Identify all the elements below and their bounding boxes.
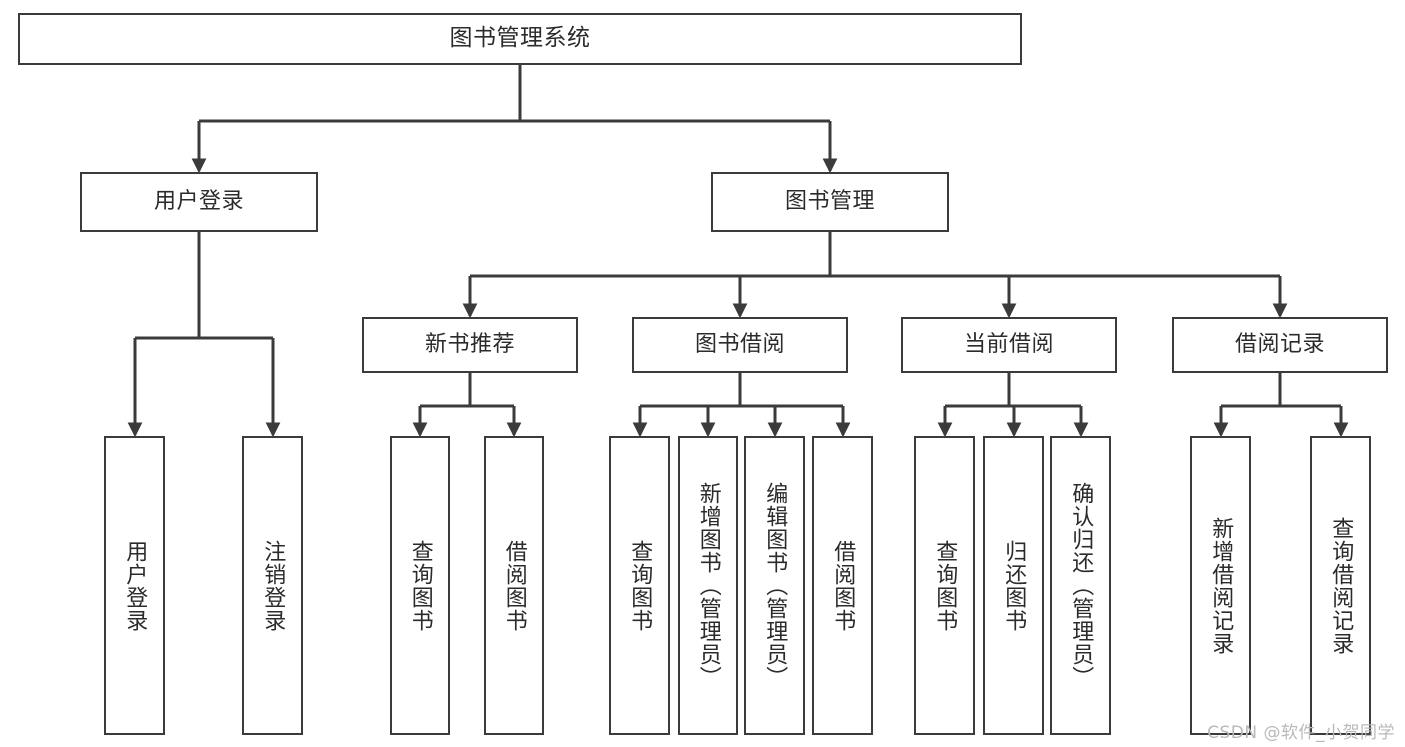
- node-label: 归还图书: [1001, 539, 1027, 632]
- node-label: 查询图书: [932, 539, 958, 632]
- node-leaf-confirm-return[interactable]: 确认归还（管理员）: [1050, 436, 1111, 735]
- node-book-manage[interactable]: 图书管理: [711, 172, 949, 232]
- node-leaf-query-book-2[interactable]: 查询图书: [609, 436, 670, 735]
- node-label: 新增借阅记录: [1208, 516, 1234, 655]
- node-label: 查询图书: [627, 539, 653, 632]
- node-leaf-borrow-book-2[interactable]: 借阅图书: [812, 436, 873, 735]
- node-label: 图书管理: [784, 188, 875, 214]
- node-label: 图书借阅: [694, 331, 785, 357]
- node-current-borrow[interactable]: 当前借阅: [901, 317, 1117, 373]
- node-root[interactable]: 图书管理系统: [18, 13, 1022, 65]
- node-label: 图书管理系统: [449, 25, 591, 52]
- node-leaf-user-login[interactable]: 用户登录: [104, 436, 165, 735]
- node-label: 查询借阅记录: [1328, 516, 1354, 655]
- node-leaf-edit-book[interactable]: 编辑图书（管理员）: [744, 436, 805, 735]
- node-label: 新增图书（管理员）: [695, 482, 721, 689]
- node-leaf-borrow-book-1[interactable]: 借阅图书: [484, 436, 544, 735]
- node-label: 借阅图书: [501, 539, 527, 632]
- node-label: 借阅图书: [830, 539, 856, 632]
- node-book-borrow[interactable]: 图书借阅: [632, 317, 848, 373]
- node-label: 用户登录: [122, 539, 148, 632]
- node-label: 查询图书: [407, 539, 433, 632]
- node-leaf-query-book-1[interactable]: 查询图书: [390, 436, 450, 735]
- node-label: 确认归还（管理员）: [1068, 482, 1094, 689]
- node-leaf-return-book[interactable]: 归还图书: [983, 436, 1044, 735]
- node-leaf-query-book-3[interactable]: 查询图书: [914, 436, 975, 735]
- node-label: 用户登录: [153, 188, 244, 214]
- node-user-login[interactable]: 用户登录: [80, 172, 318, 232]
- node-label: 注销登录: [260, 539, 286, 632]
- node-label: 当前借阅: [963, 331, 1054, 357]
- node-label: 新书推荐: [424, 331, 515, 357]
- node-leaf-add-book[interactable]: 新增图书（管理员）: [678, 436, 738, 735]
- node-leaf-add-record[interactable]: 新增借阅记录: [1190, 436, 1251, 735]
- node-label: 编辑图书（管理员）: [762, 482, 788, 689]
- node-label: 借阅记录: [1234, 331, 1325, 357]
- node-borrow-record[interactable]: 借阅记录: [1172, 317, 1388, 373]
- node-new-book-rec[interactable]: 新书推荐: [362, 317, 578, 373]
- node-leaf-query-record[interactable]: 查询借阅记录: [1310, 436, 1371, 735]
- node-leaf-logout[interactable]: 注销登录: [242, 436, 303, 735]
